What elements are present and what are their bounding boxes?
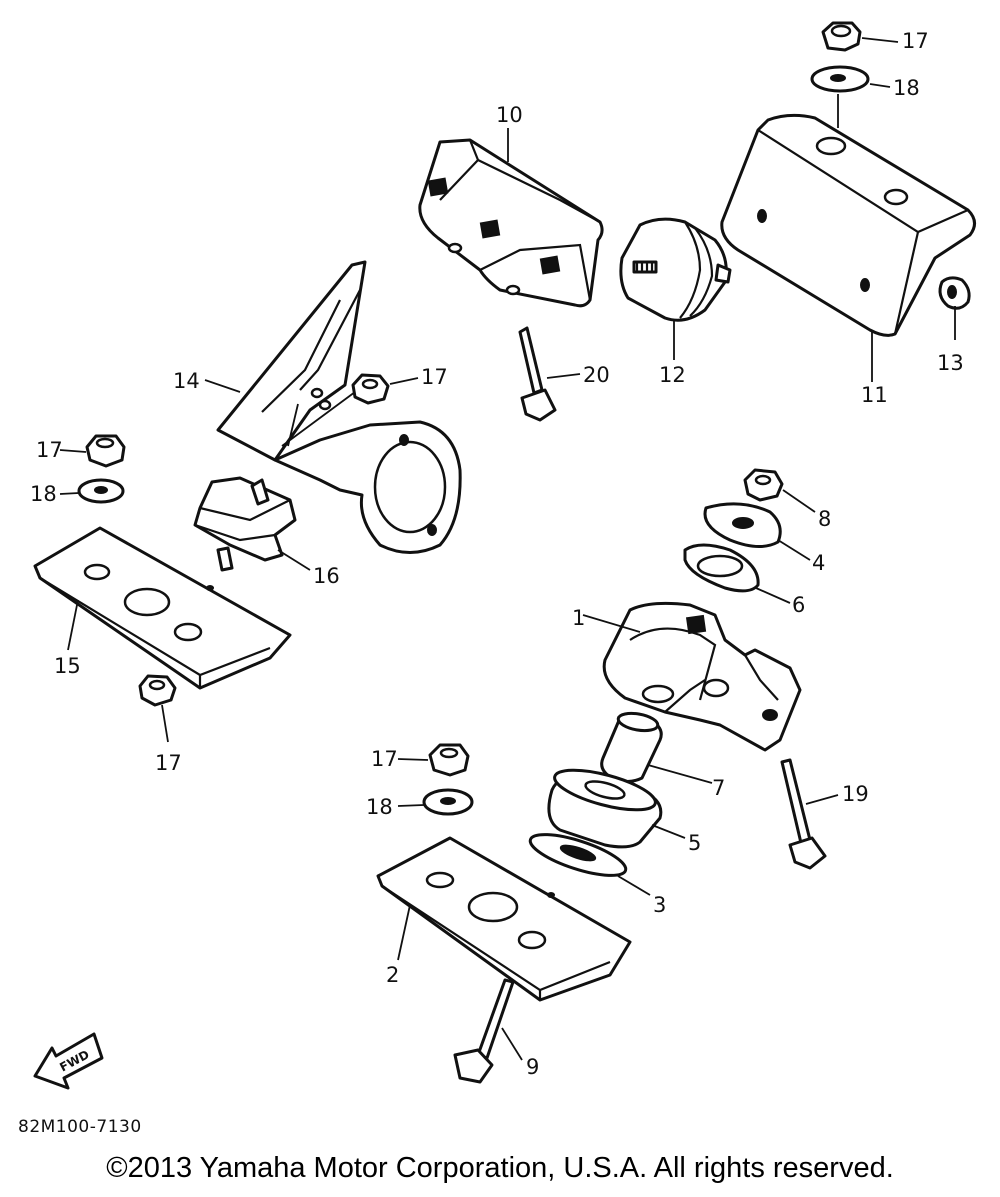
copyright-notice: ©2013 Yamaha Motor Corporation, U.S.A. A… xyxy=(106,1152,894,1184)
part-19-bolt xyxy=(780,758,827,870)
part-2-plate xyxy=(376,836,632,1002)
part-4-washer xyxy=(703,502,782,548)
callout-13: 13 xyxy=(937,351,964,375)
callout-10: 10 xyxy=(496,103,523,127)
part-14-headlight-bracket xyxy=(216,260,462,554)
callout-12: 12 xyxy=(659,363,686,387)
callout-6: 6 xyxy=(792,593,805,617)
diagram-code: 82M100-7130 xyxy=(18,1117,142,1137)
part-17-nut-left xyxy=(85,434,126,468)
part-17-nut-mid xyxy=(351,373,390,405)
callout-17-bottom-left: 17 xyxy=(155,751,182,775)
callout-9: 9 xyxy=(526,1055,539,1079)
callout-15: 15 xyxy=(54,654,81,678)
part-8-bolt xyxy=(743,468,784,502)
part-6-ring xyxy=(683,543,760,593)
callout-17-left: 17 xyxy=(36,438,63,462)
part-18-washer-mid-bottom xyxy=(422,788,474,816)
part-12-horn xyxy=(619,217,732,322)
callout-18-mid-bottom: 18 xyxy=(366,795,393,819)
callout-5: 5 xyxy=(688,831,701,855)
callout-2: 2 xyxy=(386,963,399,987)
callout-3: 3 xyxy=(653,893,666,917)
callout-19: 19 xyxy=(842,782,869,806)
part-3-washer xyxy=(528,833,628,877)
part-17-nut-bottom-left xyxy=(138,674,177,707)
part-17-nut-top xyxy=(821,21,862,52)
callout-18-left: 18 xyxy=(30,482,57,506)
part-20-bolt xyxy=(518,326,557,422)
part-18-washer-left xyxy=(77,478,125,504)
callout-4: 4 xyxy=(812,551,825,575)
part-5-rubber-cylinder xyxy=(547,768,663,849)
callout-7: 7 xyxy=(712,776,725,800)
part-10-horn-bracket xyxy=(418,138,604,308)
callout-17-mid-bottom: 17 xyxy=(371,747,398,771)
callout-1: 1 xyxy=(572,606,585,630)
callout-20: 20 xyxy=(583,363,610,387)
part-16-rubber-damper xyxy=(193,476,297,572)
part-13-grommet xyxy=(938,276,971,310)
part-18-washer-top xyxy=(810,65,870,93)
part-11-cover xyxy=(720,113,976,337)
callout-11: 11 xyxy=(861,383,888,407)
fwd-arrow-icon: FWD xyxy=(33,1032,104,1090)
part-9-bolt xyxy=(453,978,515,1084)
callout-14: 14 xyxy=(173,369,200,393)
callout-16: 16 xyxy=(313,564,340,588)
callout-8: 8 xyxy=(818,507,831,531)
part-7-collar xyxy=(600,711,663,783)
part-1-bracket xyxy=(602,601,802,752)
callout-17-mid: 17 xyxy=(421,365,448,389)
part-17-nut-mid-bottom xyxy=(428,743,470,777)
callout-18-top: 18 xyxy=(893,76,920,100)
part-15-plate xyxy=(33,526,292,690)
callout-17-top: 17 xyxy=(902,29,929,53)
